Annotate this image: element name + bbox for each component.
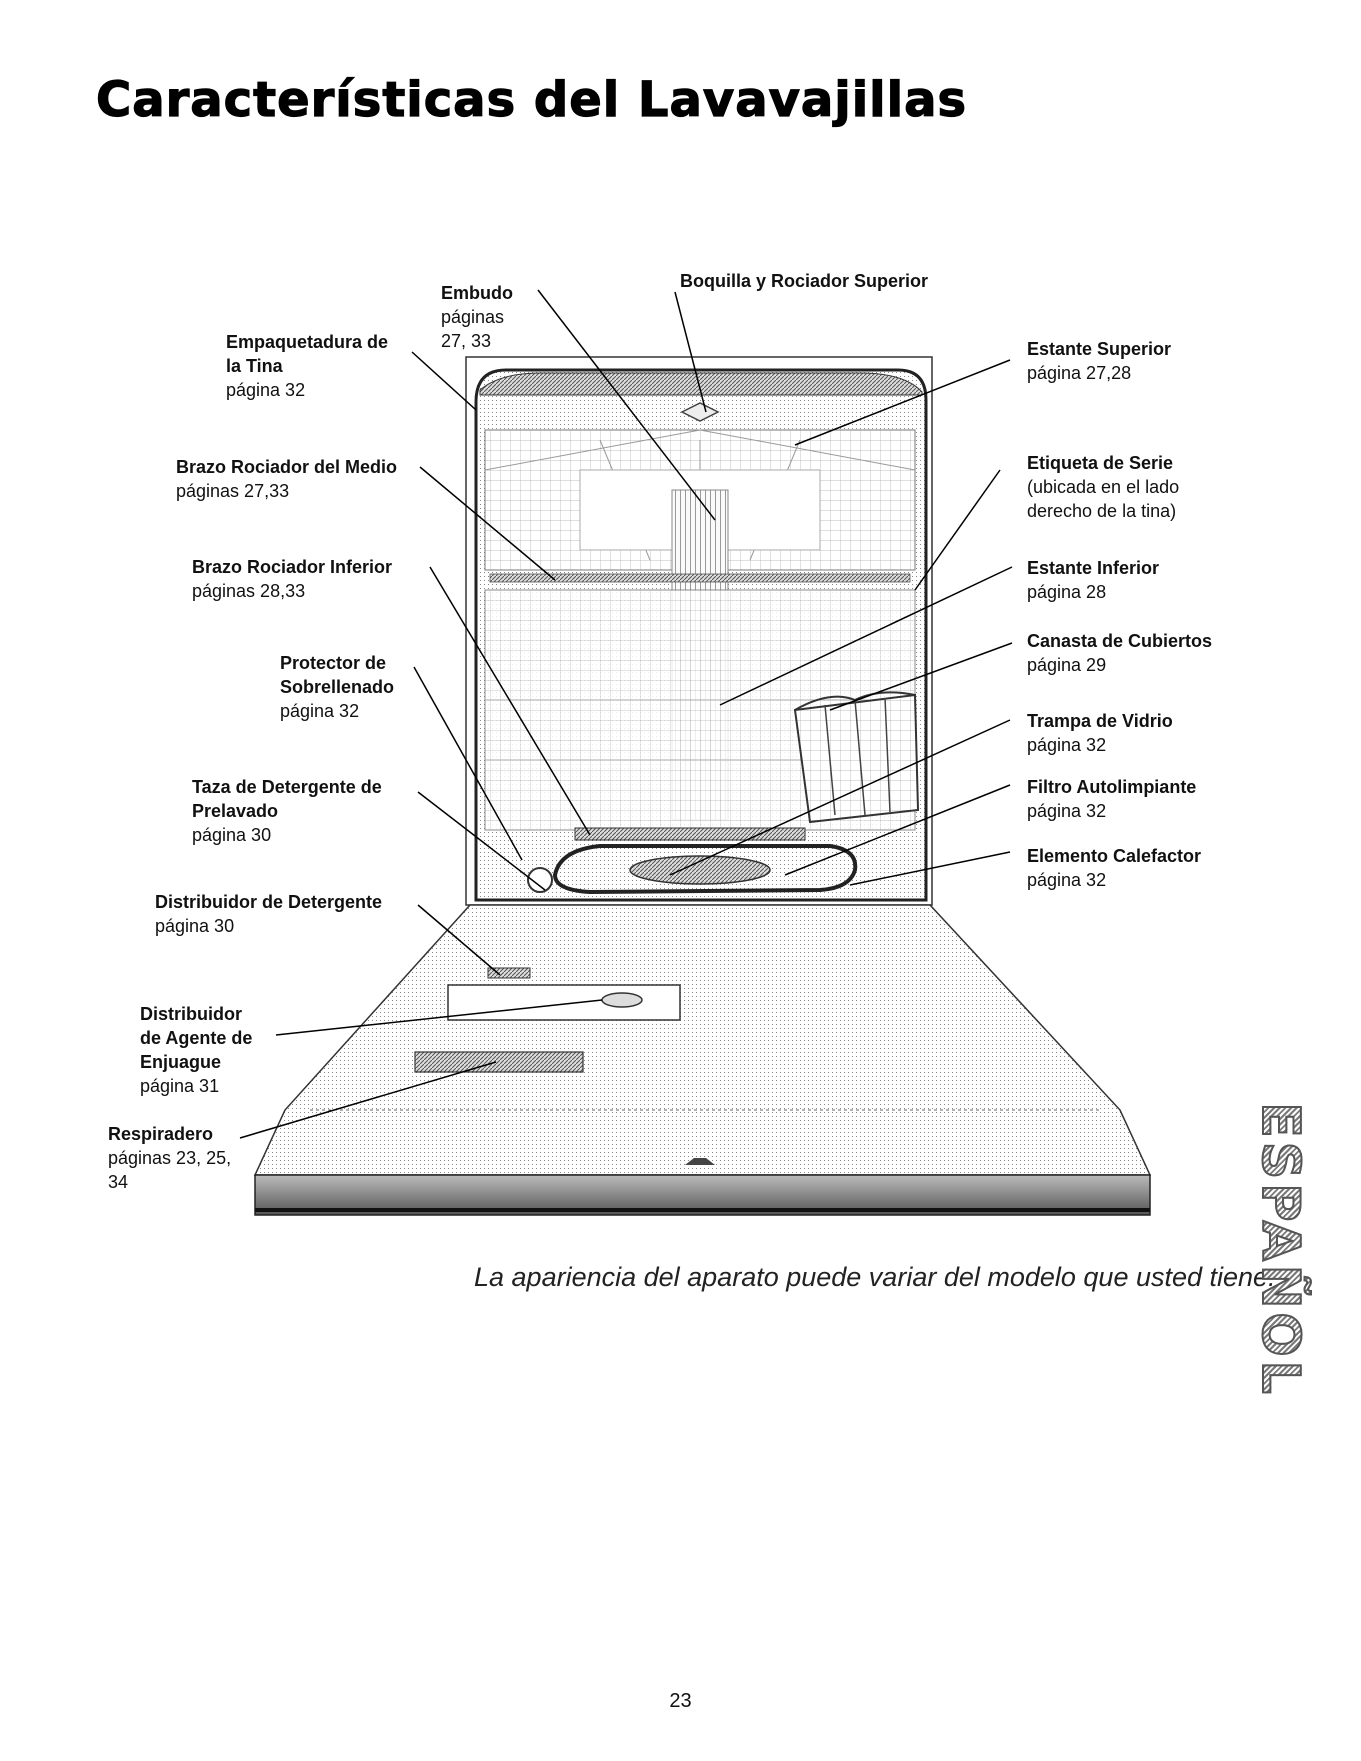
label-elemento: Elemento Calefactor página 32: [1027, 844, 1201, 892]
label-pages: página 32: [1027, 870, 1107, 890]
label-pages: página 28: [1027, 582, 1107, 602]
silverware-basket: [793, 691, 920, 824]
label-name: Etiqueta de Serie: [1027, 453, 1174, 473]
language-side-tab: ESPAÑOL: [1249, 1101, 1311, 1398]
upper-spray-nozzle: [680, 402, 720, 422]
detergent-dispenser: [447, 984, 681, 1021]
label-embudo: Embudo páginas 27, 33: [441, 281, 513, 353]
vent-grille: [414, 1051, 584, 1073]
label-empaquetadura: Empaquetadura de la Tina página 32: [226, 330, 388, 402]
page-title: Características del Lavavajillas: [95, 71, 968, 128]
label-pages: página 30: [192, 825, 272, 845]
label-name: Respiradero: [108, 1124, 214, 1144]
label-pages: páginas: [441, 307, 505, 327]
appearance-caption: La apariencia del aparato puede variar d…: [474, 1262, 1276, 1292]
label-protector: Protector de Sobrellenado página 32: [280, 651, 394, 723]
label-distribuidor-detergente: Distribuidor de Detergente página 30: [155, 890, 382, 938]
label-brazo-medio: Brazo Rociador del Medio páginas 27,33: [176, 455, 397, 503]
label-name: Sobrellenado: [280, 677, 395, 697]
label-pages: derecho de la tina): [1027, 501, 1177, 521]
label-estante-inferior: Estante Inferior página 28: [1027, 556, 1159, 604]
label-name: Taza de Detergente de: [192, 777, 382, 797]
page-number: 23: [669, 1690, 692, 1712]
label-taza: Taza de Detergente de Prelavado página 3…: [192, 775, 382, 847]
label-pages: página 32: [1027, 801, 1107, 821]
label-name: Brazo Rociador Inferior: [192, 557, 393, 577]
label-name: Embudo: [441, 283, 513, 303]
label-pages: página 30: [155, 916, 235, 936]
label-estante-superior: Estante Superior página 27,28: [1027, 337, 1171, 385]
language-side-tab-text: ESPAÑOL: [1249, 1101, 1311, 1398]
label-pages: páginas 27,33: [176, 481, 290, 501]
label-name: Distribuidor: [140, 1004, 242, 1024]
label-name: Boquilla y Rociador Superior: [680, 271, 929, 291]
label-pages: (ubicada en el lado: [1027, 477, 1180, 497]
label-name: Trampa de Vidrio: [1027, 711, 1173, 731]
open-door: [253, 904, 1152, 1216]
label-name: la Tina: [226, 356, 283, 376]
label-pages: página 27,28: [1027, 363, 1132, 383]
label-pages: página 32: [1027, 735, 1107, 755]
label-pages: 27, 33: [441, 331, 492, 351]
label-name: Canasta de Cubiertos: [1027, 631, 1213, 651]
tub-floor-components: [527, 827, 858, 895]
label-name: Estante Superior: [1027, 339, 1172, 359]
label-pages: 34: [108, 1172, 129, 1192]
label-pages: página 31: [140, 1076, 220, 1096]
label-name: Elemento Calefactor: [1027, 846, 1202, 866]
label-name: Brazo Rociador del Medio: [176, 457, 398, 477]
label-name: Protector de: [280, 653, 387, 673]
label-name: Enjuague: [140, 1052, 222, 1072]
label-name: de Agente de: [140, 1028, 253, 1048]
label-pages: páginas 28,33: [192, 581, 306, 601]
label-pages: página 32: [280, 701, 360, 721]
label-respiradero: Respiradero páginas 23, 25, 34: [108, 1122, 231, 1194]
label-distribuidor-enjuague: Distribuidor de Agente de Enjuague págin…: [140, 1002, 252, 1098]
label-name: Prelavado: [192, 801, 279, 821]
label-etiqueta: Etiqueta de Serie (ubicada en el lado de…: [1027, 451, 1179, 523]
label-name: Distribuidor de Detergente: [155, 892, 383, 912]
leader-lines: [239, 289, 1013, 1139]
label-pages: página 32: [226, 380, 306, 400]
label-name: Empaquetadura de: [226, 332, 389, 352]
label-pages: páginas 23, 25,: [108, 1148, 232, 1168]
label-name: Estante Inferior: [1027, 558, 1160, 578]
rinse-aid-cap: [601, 992, 643, 1008]
label-name: Filtro Autolimpiante: [1027, 777, 1197, 797]
label-brazo-inferior: Brazo Rociador Inferior páginas 28,33: [192, 555, 392, 603]
label-canasta: Canasta de Cubiertos página 29: [1027, 629, 1212, 677]
label-boquilla: Boquilla y Rociador Superior: [680, 269, 928, 293]
label-pages: página 29: [1027, 655, 1107, 675]
label-trampa: Trampa de Vidrio página 32: [1027, 709, 1173, 757]
label-filtro: Filtro Autolimpiante página 32: [1027, 775, 1196, 823]
